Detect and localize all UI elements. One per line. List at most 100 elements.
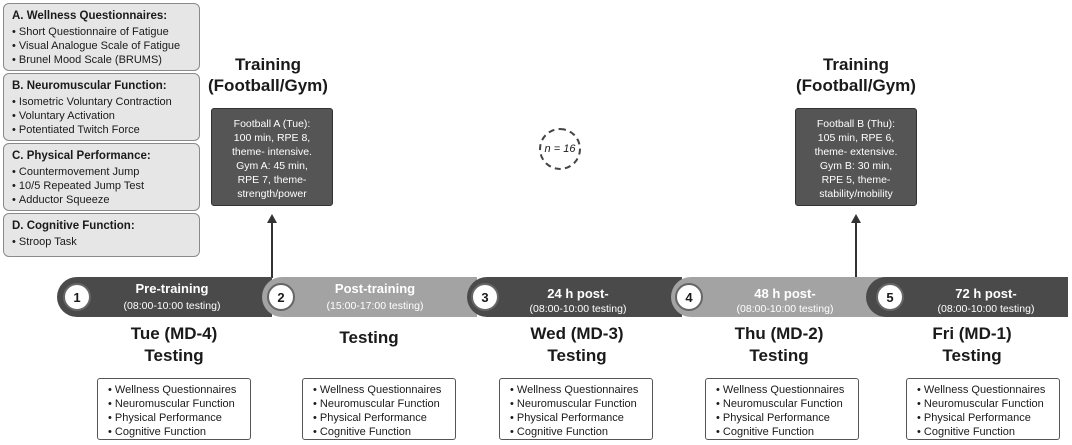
test-item: Neuromuscular Function <box>716 397 858 411</box>
timepoint-sub: (08:00-10:00 testing) <box>529 303 627 315</box>
training-line: stability/mobility <box>819 188 893 200</box>
training-line: theme- extensive. <box>814 146 898 158</box>
training-title-1: Training (Football/Gym) <box>193 54 343 96</box>
timepoint-label: 24 h post- <box>547 286 609 301</box>
training-title-line: Training <box>822 55 890 74</box>
day-testing: Testing <box>547 346 607 365</box>
test-item: Cognitive Function <box>313 425 455 439</box>
timepoint-sub: (15:00-17:00 testing) <box>326 300 424 312</box>
panel-neuromuscular: B. Neuromuscular Function: Isometric Vol… <box>3 73 200 141</box>
day-testing: Testing <box>339 328 399 347</box>
test-battery-box-1: Wellness Questionnaires Neuromuscular Fu… <box>97 378 251 440</box>
day-name: Thu (MD-2) <box>734 324 824 343</box>
timepoint-number: 1 <box>63 283 91 311</box>
timepoint-sub: (08:00-10:00 testing) <box>937 303 1035 315</box>
training-title-line: (Football/Gym) <box>208 76 328 95</box>
arrow-up-icon <box>267 214 277 223</box>
panel-wellness: A. Wellness Questionnaires: Short Questi… <box>3 3 200 71</box>
timepoint-number: 4 <box>675 283 703 311</box>
timeline-segment-2 <box>262 277 477 317</box>
arrow-up-icon <box>851 214 861 223</box>
sample-size-badge: n = 16 <box>539 128 581 170</box>
training-title-line: (Football/Gym) <box>796 76 916 95</box>
test-battery-box-5: Wellness Questionnaires Neuromuscular Fu… <box>906 378 1060 440</box>
day-label-1: Tue (MD-4) Testing <box>99 323 249 367</box>
timepoint-label: 48 h post- <box>754 286 816 301</box>
day-testing: Testing <box>749 346 809 365</box>
timepoint-sub: (08:00-10:00 testing) <box>123 300 221 312</box>
test-item: Neuromuscular Function <box>917 397 1059 411</box>
timepoint-label: Post-training <box>334 281 416 296</box>
training-line: Football A (Tue): <box>233 118 311 130</box>
training-box-2: Football B (Thu): 105 min, RPE 6, theme-… <box>795 108 917 206</box>
test-item: Cognitive Function <box>108 425 250 439</box>
panel-physical: C. Physical Performance: Countermovement… <box>3 143 200 211</box>
timepoint-number: 5 <box>876 283 904 311</box>
timepoint-number: 3 <box>471 283 499 311</box>
training-line: strength/power <box>237 188 307 200</box>
test-item: Neuromuscular Function <box>510 397 652 411</box>
panel-item: Adductor Squeeze <box>12 193 191 207</box>
test-item: Cognitive Function <box>716 425 858 439</box>
training-line: 100 min, RPE 8, <box>233 132 311 144</box>
panel-item: Short Questionnaire of Fatigue <box>12 25 191 39</box>
test-item: Wellness Questionnaires <box>108 383 250 397</box>
timeline-segment-3 <box>467 277 682 317</box>
day-label-3: Wed (MD-3) Testing <box>502 323 652 367</box>
test-item: Wellness Questionnaires <box>716 383 858 397</box>
timeline-segment-4 <box>671 277 886 317</box>
test-item: Physical Performance <box>917 411 1059 425</box>
timepoint-sub: (08:00-10:00 testing) <box>736 303 834 315</box>
panel-item: 10/5 Repeated Jump Test <box>12 179 191 193</box>
panel-item: Stroop Task <box>12 235 191 249</box>
day-label-4: Thu (MD-2) Testing <box>704 323 854 367</box>
test-item: Wellness Questionnaires <box>313 383 455 397</box>
test-item: Physical Performance <box>716 411 858 425</box>
day-testing: Testing <box>942 346 1002 365</box>
timepoint-number: 2 <box>267 283 295 311</box>
test-item: Wellness Questionnaires <box>917 383 1059 397</box>
day-name: Tue (MD-4) <box>130 324 218 343</box>
panel-title: B. Neuromuscular Function: <box>12 80 167 92</box>
training-line: 105 min, RPE 6, <box>817 132 895 144</box>
training-line: RPE 5, theme- <box>821 174 891 186</box>
training-line: Football B (Thu): <box>816 118 896 130</box>
test-battery-box-3: Wellness Questionnaires Neuromuscular Fu… <box>499 378 653 440</box>
day-name: Fri (MD-1) <box>932 324 1012 343</box>
panel-title: D. Cognitive Function: <box>12 220 135 232</box>
test-item: Neuromuscular Function <box>108 397 250 411</box>
panel-item: Brunel Mood Scale (BRUMS) <box>12 53 191 67</box>
arrow-line <box>271 222 273 278</box>
timeline-segment-1 <box>57 277 272 317</box>
panel-item: Countermovement Jump <box>12 165 191 179</box>
panel-title: A. Wellness Questionnaires: <box>12 10 168 22</box>
training-box-1: Football A (Tue): 100 min, RPE 8, theme-… <box>211 108 333 206</box>
training-title-2: Training (Football/Gym) <box>781 54 931 96</box>
training-line: Gym A: 45 min, <box>236 160 308 172</box>
test-item: Wellness Questionnaires <box>510 383 652 397</box>
panel-title: C. Physical Performance: <box>12 150 151 162</box>
test-item: Cognitive Function <box>510 425 652 439</box>
test-item: Physical Performance <box>313 411 455 425</box>
training-line: theme- intensive. <box>232 146 312 158</box>
training-line: Gym B: 30 min, <box>819 160 893 172</box>
panel-item: Visual Analogue Scale of Fatigue <box>12 39 191 53</box>
test-battery-box-2: Wellness Questionnaires Neuromuscular Fu… <box>302 378 456 440</box>
test-item: Physical Performance <box>510 411 652 425</box>
test-battery-box-4: Wellness Questionnaires Neuromuscular Fu… <box>705 378 859 440</box>
day-name: Wed (MD-3) <box>530 324 624 343</box>
training-line: RPE 7, theme- <box>237 174 307 186</box>
timepoint-label: Pre-training <box>135 281 209 296</box>
day-label-2: Testing <box>294 327 444 349</box>
panel-item: Potentiated Twitch Force <box>12 123 191 137</box>
panel-item: Isometric Voluntary Contraction <box>12 95 191 109</box>
panel-cognitive: D. Cognitive Function: Stroop Task <box>3 213 200 257</box>
panel-item: Voluntary Activation <box>12 109 191 123</box>
training-title-line: Training <box>234 55 302 74</box>
test-item: Neuromuscular Function <box>313 397 455 411</box>
timepoint-label: 72 h post- <box>955 286 1017 301</box>
test-item: Cognitive Function <box>917 425 1059 439</box>
day-testing: Testing <box>144 346 204 365</box>
day-label-5: Fri (MD-1) Testing <box>897 323 1047 367</box>
arrow-line <box>855 222 857 278</box>
